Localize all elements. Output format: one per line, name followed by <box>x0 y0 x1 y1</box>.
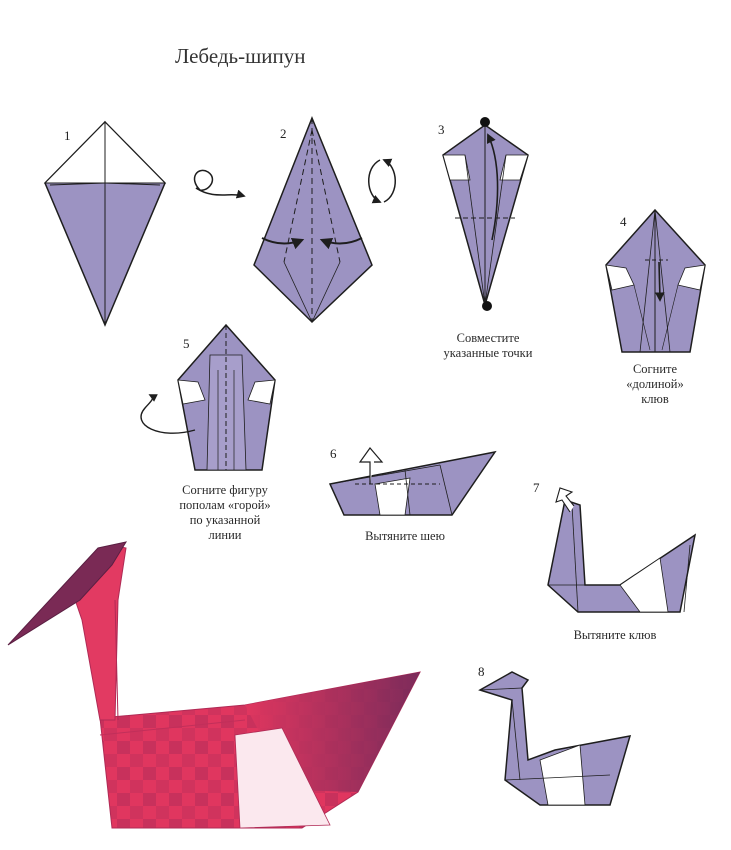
step-number-8: 8 <box>478 664 485 680</box>
step-6-swan-flat <box>330 448 495 515</box>
step-7-caption: Вытяните клюв <box>560 628 670 643</box>
step-3-caption: Совместите указанные точки <box>428 331 548 361</box>
caption-line: пополам «горой» <box>160 498 290 513</box>
step-1-kite <box>45 122 165 325</box>
caption-line: линии <box>160 528 290 543</box>
step-7-swan <box>548 488 695 612</box>
caption-line: Совместите <box>428 331 548 346</box>
curl-arrow-icon <box>195 170 244 196</box>
step-number-3: 3 <box>438 122 445 138</box>
step-number-7: 7 <box>533 480 540 496</box>
step-2-kite-fold <box>254 118 372 322</box>
pink-origami-swan-photo <box>8 542 420 828</box>
flip-over-icon <box>369 160 396 202</box>
caption-line: клюв <box>612 392 698 407</box>
step-number-1: 1 <box>64 128 71 144</box>
step-4-caption: Согните «долиной» клюв <box>612 362 698 407</box>
caption-line: Согните <box>612 362 698 377</box>
caption-line: «долиной» <box>612 377 698 392</box>
caption-line: по указанной <box>160 513 290 528</box>
target-dot-icon <box>480 117 490 127</box>
step-number-6: 6 <box>330 446 337 462</box>
caption-line: Вытяните шею <box>350 529 460 544</box>
step-3-narrow-kite <box>443 117 528 311</box>
step-5-caption: Согните фигуру пополам «горой» по указан… <box>160 483 290 543</box>
step-5-fold-half <box>141 325 275 470</box>
caption-line: указанные точки <box>428 346 548 361</box>
caption-line: Согните фигуру <box>160 483 290 498</box>
step-8-finished-swan <box>480 672 630 805</box>
target-dot-icon <box>482 301 492 311</box>
fold-arrow-icon <box>659 262 660 300</box>
step-number-5: 5 <box>183 336 190 352</box>
step-6-caption: Вытяните шею <box>350 529 460 544</box>
caption-line: Вытяните клюв <box>560 628 670 643</box>
step-4-pentagon <box>606 210 705 352</box>
step-number-4: 4 <box>620 214 627 230</box>
step-number-2: 2 <box>280 126 287 142</box>
